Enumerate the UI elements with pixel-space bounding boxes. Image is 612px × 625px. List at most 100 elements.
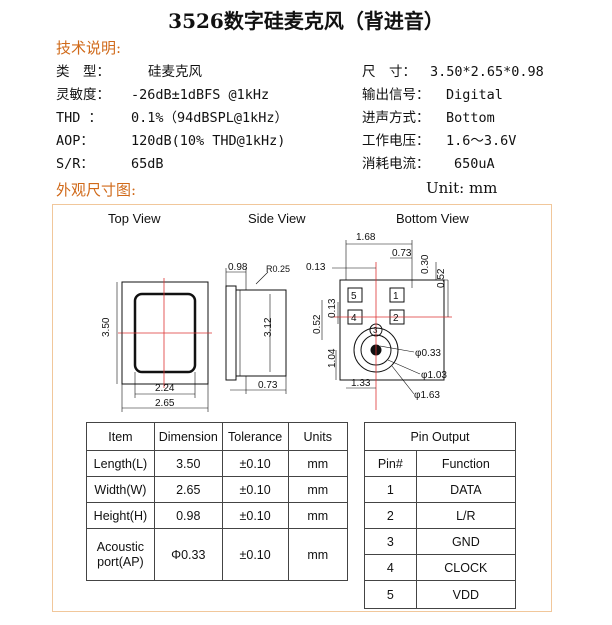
- cell: 4: [364, 554, 417, 581]
- bottom-view-label: Bottom View: [396, 211, 469, 226]
- spec-voltage: 工作电压： 1.6～3.6V: [362, 129, 516, 149]
- bottom-dim-port-dia: φ0.33: [415, 348, 441, 359]
- pin-output-table: Pin Output Pin# Function 1 DATA 2 L/R 3 …: [364, 422, 517, 609]
- bottom-dim-1-04: 1.04: [327, 348, 338, 368]
- spec-type: 类 型： 硅麦克风: [56, 60, 202, 80]
- spec-value: Bottom: [446, 110, 495, 126]
- spec-current: 消耗电流： 650uA: [362, 152, 495, 172]
- bottom-dim-1-68: 1.68: [356, 232, 376, 243]
- cell: ±0.10: [221, 528, 289, 581]
- pin-table-title: Pin Output: [364, 422, 516, 451]
- pin-header-function: Function: [415, 450, 517, 477]
- cell: 3: [364, 528, 417, 555]
- cell: 1: [364, 476, 417, 503]
- top-view-label: Top View: [108, 211, 161, 226]
- spec-value: Digital: [446, 87, 503, 103]
- dim-header-item: Item: [86, 422, 155, 451]
- top-dim-inner-width: 2.24: [155, 383, 175, 394]
- dim-header-units: Units: [287, 422, 349, 451]
- cell: mm: [287, 528, 349, 581]
- spec-output: 输出信号：Digital: [362, 83, 503, 103]
- spec-label: 尺 寸：: [362, 64, 416, 80]
- spec-value: 650uA: [454, 156, 495, 172]
- page-title: 3526数字硅麦克风（背进音）: [168, 9, 444, 33]
- cell: ±0.10: [221, 502, 289, 529]
- spec-value: 1.6～3.6V: [446, 133, 517, 149]
- cell: Height(H): [86, 502, 155, 529]
- spec-size: 尺 寸： 3.50*2.65*0.98: [362, 60, 544, 80]
- table-row: 5 VDD: [364, 580, 517, 609]
- top-dim-width: 2.65: [155, 398, 175, 409]
- bottom-view-outline: [339, 279, 445, 381]
- cell: DATA: [415, 476, 517, 503]
- cell: ±0.10: [221, 476, 289, 503]
- cell: ±0.10: [221, 450, 289, 477]
- pad-5: [347, 287, 363, 303]
- cell: GND: [415, 528, 517, 555]
- pad-label-2: 2: [393, 313, 399, 324]
- bottom-dim-0-30: 0.30: [420, 254, 431, 274]
- dim-header-dimension: Dimension: [153, 422, 223, 451]
- table-row: 1 DATA: [364, 476, 517, 503]
- bottom-dim-1-33: 1.33: [351, 378, 371, 389]
- cell: mm: [287, 476, 349, 503]
- top-dim-height: 3.50: [101, 317, 112, 337]
- pad-1: [389, 287, 405, 303]
- bottom-dim-0-13-top: 0.13: [306, 262, 326, 273]
- spec-sensitivity: 灵敏度：-26dB±1dBFS @1kHz: [56, 83, 269, 103]
- spec-thd: THD ： 0.1%（94dBSPL@1kHz）: [56, 106, 288, 126]
- cell: Width(W): [86, 476, 155, 503]
- cell: Length(L): [86, 450, 155, 477]
- spec-value: 3.50*2.65*0.98: [430, 64, 544, 80]
- cell: 5: [364, 580, 417, 609]
- table-row: Height(H) 0.98 ±0.10 mm: [86, 502, 349, 529]
- spec-label: AOP：: [56, 133, 94, 149]
- cell: 0.98: [153, 502, 223, 529]
- side-view-substrate: [225, 285, 237, 381]
- spec-label: 灵敏度：: [56, 87, 110, 103]
- spec-sr: S/R：65dB: [56, 152, 164, 172]
- pad-label-5: 5: [351, 291, 357, 302]
- dim-header-tolerance: Tolerance: [221, 422, 289, 451]
- side-view-body: [235, 289, 287, 377]
- bottom-dim-ring-dia: φ1.03: [421, 370, 447, 381]
- cell: L/R: [415, 502, 517, 529]
- bottom-dim-0-52-left: 0.52: [312, 314, 323, 334]
- side-dim-thickness: 0.98: [228, 262, 248, 273]
- cell: 3.50: [153, 450, 223, 477]
- table-row: 2 L/R: [364, 502, 517, 529]
- cell: 2: [364, 502, 417, 529]
- dimension-section-heading: 外观尺寸图:: [56, 181, 137, 199]
- spec-label: THD ：: [56, 110, 103, 126]
- spec-value: 0.1%（94dBSPL@1kHz）: [131, 110, 289, 126]
- spec-value: 120dB(10% THD@1kHz): [131, 133, 286, 149]
- cell: VDD: [415, 580, 517, 609]
- pad-label-3: 3: [373, 326, 378, 335]
- spec-label: 进声方式：: [362, 110, 430, 126]
- cell: CLOCK: [415, 554, 517, 581]
- bottom-dim-outer-dia: φ1.63: [414, 390, 440, 401]
- side-dim-height: 3.12: [263, 317, 274, 337]
- spec-label: 工作电压：: [362, 133, 430, 149]
- table-row: 4 CLOCK: [364, 554, 517, 581]
- table-row: 3 GND: [364, 528, 517, 555]
- table-row: Width(W) 2.65 ±0.10 mm: [86, 476, 349, 503]
- cell: 2.65: [153, 476, 223, 503]
- spec-section-heading: 技术说明:: [56, 39, 122, 57]
- spec-value: 硅麦克风: [148, 64, 202, 80]
- cell: Φ0.33: [153, 528, 223, 581]
- spec-label: 消耗电流：: [362, 156, 430, 172]
- pad-label-1: 1: [393, 291, 399, 302]
- bottom-dim-0-52-right: 0.52: [436, 268, 447, 288]
- dimension-table: Item Dimension Tolerance Units Length(L)…: [86, 422, 349, 581]
- cell: mm: [287, 450, 349, 477]
- side-dim-radius: R0.25: [266, 264, 290, 274]
- pad-label-4: 4: [351, 313, 357, 324]
- spec-label: 类 型：: [56, 64, 110, 80]
- cell: mm: [287, 502, 349, 529]
- table-row: Acoustic port(AP) Φ0.33 ±0.10 mm: [86, 528, 349, 581]
- spec-value: 65dB: [131, 156, 164, 172]
- bottom-dim-0-73: 0.73: [392, 248, 412, 259]
- side-dim-bottom: 0.73: [258, 380, 278, 391]
